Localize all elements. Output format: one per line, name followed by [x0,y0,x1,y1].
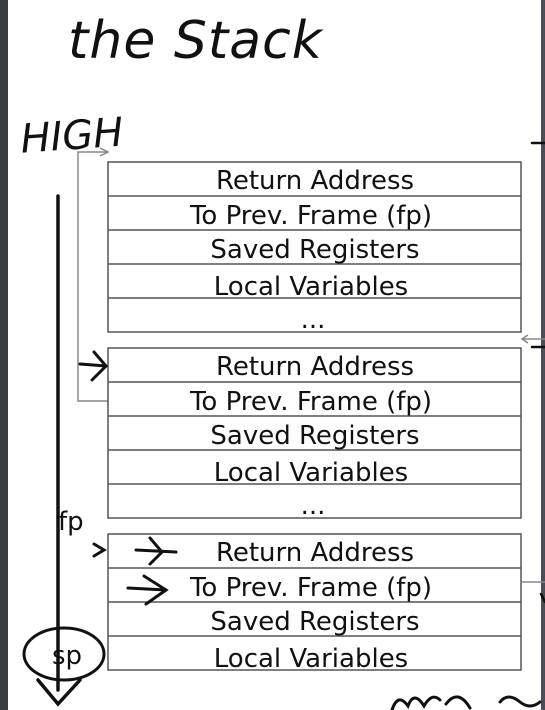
stack-frame-1: Return Address To Prev. Frame (fp) Saved… [107,161,522,335]
frame-3-saved-registers: Saved Registers [210,607,419,637]
arrow-to-frame-2-return-icon [78,350,109,382]
frame-1-saved-registers: Saved Registers [210,235,419,265]
bottom-handwriting-fragment [390,695,542,710]
stack-frame-3: Return Address To Prev. Frame (fp) Saved… [107,533,522,674]
fp-label: fp [58,507,84,537]
stack-title: the Stack [68,11,324,71]
frame-1-ellipsis: ... [301,305,326,335]
frame-3-return-address: Return Address [216,538,414,568]
sp-circle [22,626,106,682]
prev-frame-arrow-icon [126,574,169,606]
window-right-border [541,0,545,710]
sp-label: sp [52,641,82,671]
right-side-marks [530,141,545,604]
frame-2-local-variables: Local Variables [214,458,408,488]
frame-2-ellipsis: ... [301,491,326,521]
high-label: HIGH [19,110,125,163]
frame-2-return-address: Return Address [216,352,414,382]
stack-frame-2: Return Address To Prev. Frame (fp) Saved… [107,347,522,521]
frame-2-prev-frame: To Prev. Frame (fp) [189,387,432,417]
frame-3-prev-frame: To Prev. Frame (fp) [189,573,432,603]
window-left-border [0,0,8,710]
fp-chain-connector [77,147,110,402]
right-side-pointers [520,334,545,583]
fp-arrow-icon [92,536,178,566]
frame-1-prev-frame: To Prev. Frame (fp) [189,201,432,231]
frame-1-return-address: Return Address [216,166,414,196]
frame-2-saved-registers: Saved Registers [210,421,419,451]
stack-growth-arrow [36,194,82,707]
frame-3-local-variables: Local Variables [214,644,408,674]
frame-1-local-variables: Local Variables [214,272,408,302]
